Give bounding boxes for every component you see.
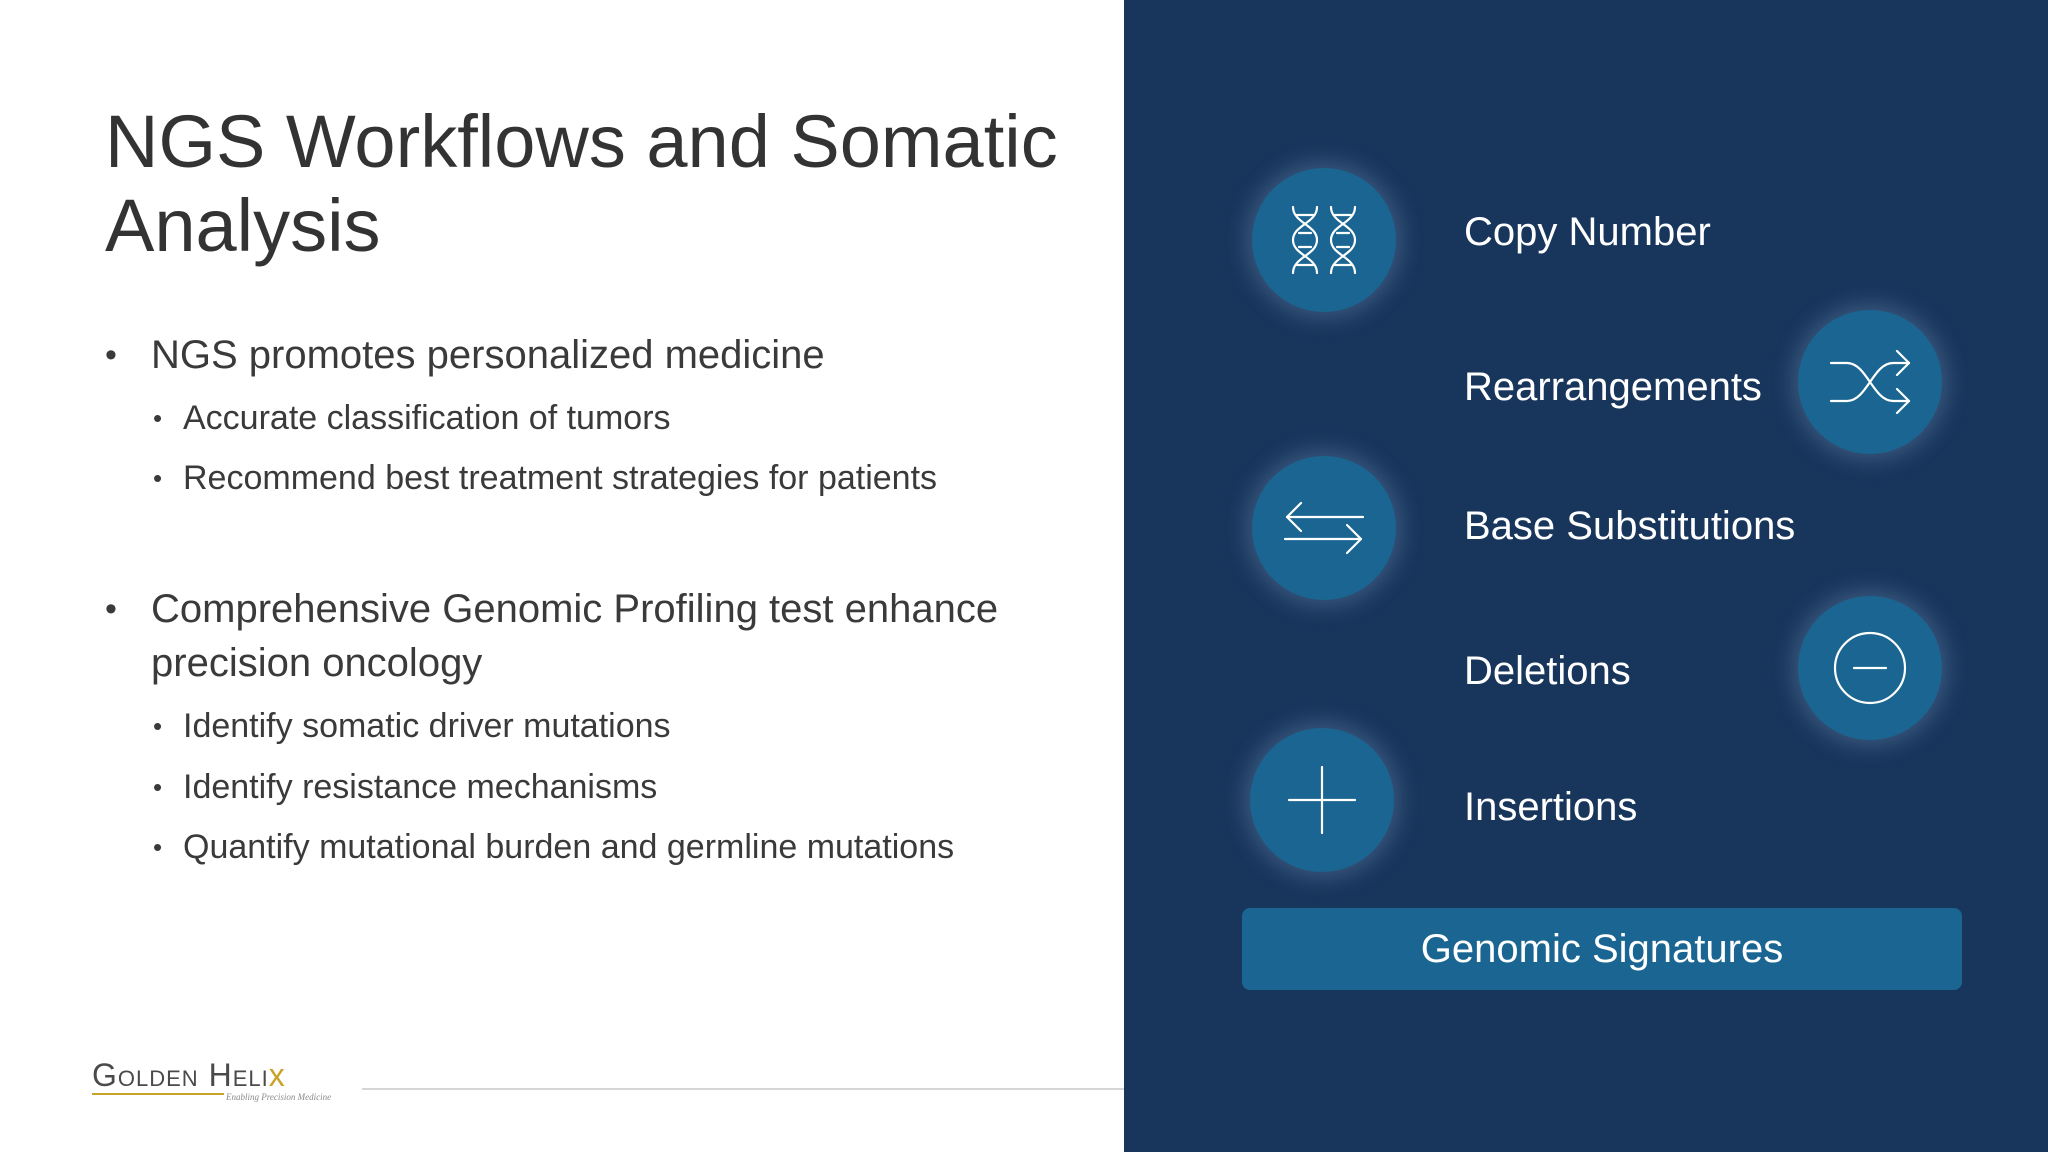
genomic-signatures-box: Genomic Signatures	[1242, 908, 1962, 990]
dna-icon	[1252, 168, 1396, 312]
bullet-item: NGS promotes personalized medicine	[105, 328, 825, 382]
insertions-label: Insertions	[1464, 785, 1638, 829]
title-line-2: Analysis	[105, 184, 381, 267]
swap-arrows-icon	[1252, 456, 1396, 600]
sub-bullet-item: Quantify mutational burden and germline …	[153, 824, 954, 870]
slide-title: NGS Workflows and Somatic Analysis	[105, 100, 1105, 268]
title-line-1: NGS Workflows and Somatic	[105, 100, 1058, 183]
footer-divider	[362, 1088, 1124, 1090]
base-substitutions-label: Base Substitutions	[1464, 504, 1796, 548]
bullet-line-2: precision oncology	[151, 641, 483, 685]
sub-bullet-item: Recommend best treatment strategies for …	[153, 455, 937, 501]
plus-icon	[1250, 728, 1394, 872]
deletions-label: Deletions	[1464, 649, 1631, 693]
copy-number-label: Copy Number	[1464, 210, 1711, 254]
sub-bullet-item: Identify resistance mechanisms	[153, 764, 657, 810]
rearrangements-label: Rearrangements	[1464, 365, 1762, 409]
logo-wordmark: Golden Helix	[92, 1058, 286, 1092]
bullet-line-1: Comprehensive Genomic Profiling test enh…	[151, 587, 999, 631]
logo-x: x	[268, 1057, 286, 1093]
genomic-signatures-label: Genomic Signatures	[1420, 926, 1784, 971]
logo-underline	[92, 1093, 224, 1095]
sub-bullet-item: Accurate classification of tumors	[153, 395, 671, 441]
bullet-item: Comprehensive Genomic Profiling test enh…	[105, 582, 999, 690]
minus-circle-icon	[1798, 596, 1942, 740]
golden-helix-logo: Golden Helix Enabling Precision Medicine	[92, 1058, 331, 1102]
logo-name: Golden Heli	[92, 1057, 269, 1093]
sub-bullet-item: Identify somatic driver mutations	[153, 703, 671, 749]
logo-tagline: Enabling Precision Medicine	[226, 1092, 332, 1102]
shuffle-icon	[1798, 310, 1942, 454]
